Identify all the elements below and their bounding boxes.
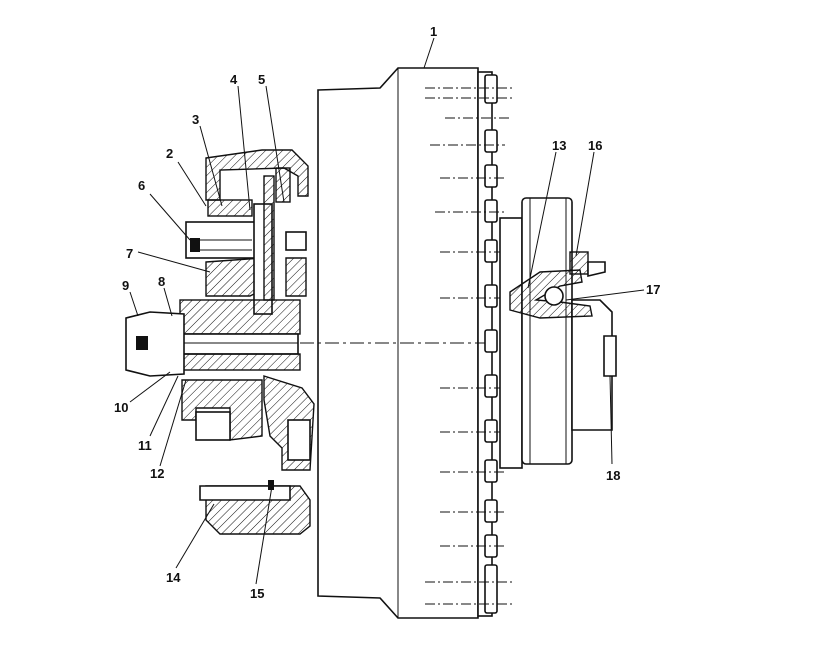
callout-1: 1 — [430, 24, 437, 39]
callout-6: 6 — [138, 178, 145, 193]
callout-12: 12 — [150, 466, 164, 481]
callout-7: 7 — [126, 246, 133, 261]
callout-2: 2 — [166, 146, 173, 161]
callouts: 1 2 3 4 5 6 7 8 9 10 11 12 13 14 15 16 1… — [114, 24, 660, 601]
callout-14: 14 — [166, 570, 181, 585]
leader-lines — [129, 37, 645, 585]
callout-4: 4 — [230, 72, 238, 87]
callout-3: 3 — [192, 112, 199, 127]
callout-13: 13 — [552, 138, 566, 153]
callout-5: 5 — [258, 72, 265, 87]
callout-8: 8 — [158, 274, 165, 289]
callout-18: 18 — [606, 468, 620, 483]
callout-10: 10 — [114, 400, 128, 415]
callout-15: 15 — [250, 586, 264, 601]
callout-17: 17 — [646, 282, 660, 297]
flange-bolts — [425, 74, 515, 614]
callout-16: 16 — [588, 138, 602, 153]
callout-9: 9 — [122, 278, 129, 293]
callout-11: 11 — [138, 438, 152, 453]
output-assembly — [499, 197, 617, 469]
input-assembly — [125, 149, 315, 535]
